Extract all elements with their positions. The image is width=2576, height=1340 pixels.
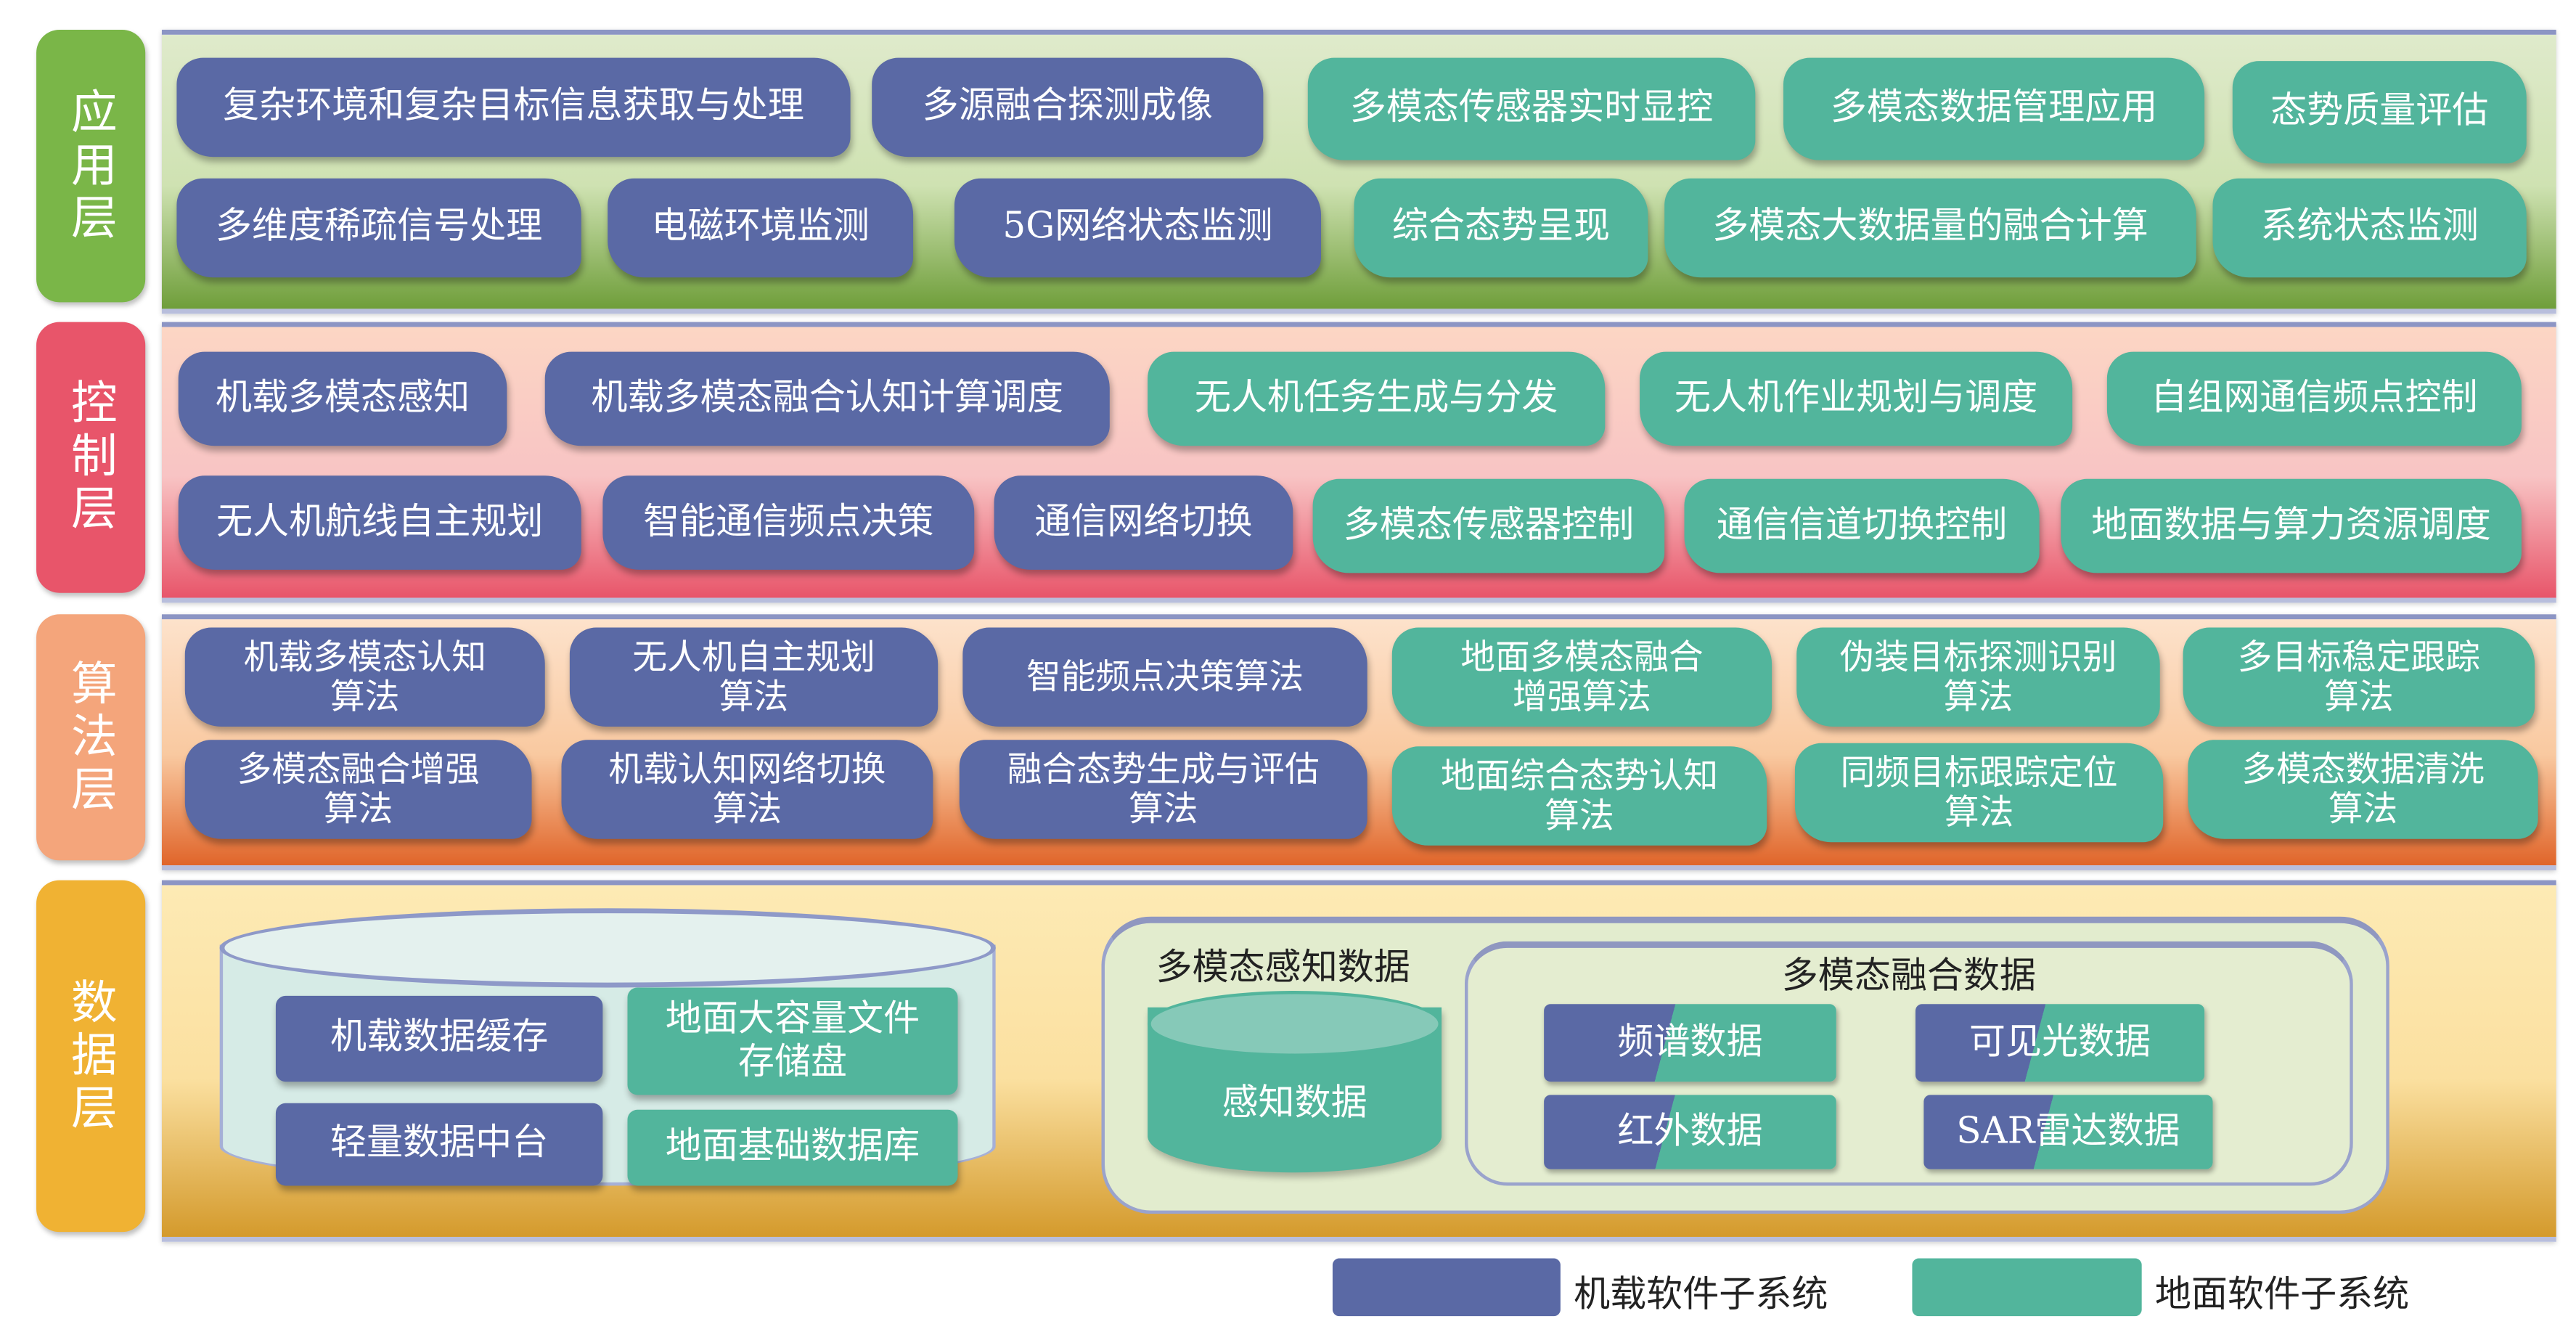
app-module: 多模态大数据量的融合计算 <box>1664 178 2196 278</box>
layer-tag-app: 应用层 <box>36 29 146 303</box>
layer-tag-data: 数据层 <box>36 880 146 1233</box>
control-module: 通信网络切换 <box>994 475 1293 570</box>
fusion-data-title: 多模态融合数据 <box>1781 956 2037 998</box>
app-module: 多模态传感器实时显控 <box>1307 57 1756 160</box>
algorithm-module: 多模态融合增强 算法 <box>184 740 532 839</box>
legend-swatch-airborne <box>1332 1258 1561 1317</box>
control-module: 无人机任务生成与分发 <box>1148 351 1606 446</box>
app-module: 复杂环境和复杂目标信息获取与处理 <box>176 57 851 158</box>
control-module: 机载多模态感知 <box>178 351 507 446</box>
algorithm-module: 地面多模态融合 增强算法 <box>1391 627 1772 727</box>
app-module: 综合态势呈现 <box>1354 178 1648 278</box>
fusion-data-item: 频谱数据 <box>1544 1004 1836 1082</box>
storage-module: 地面大容量文件 存储盘 <box>627 987 958 1095</box>
fusion-data-item: 可见光数据 <box>1915 1004 2205 1082</box>
fusion-data-item: 红外数据 <box>1544 1095 1836 1169</box>
legend-label-ground: 地面软件子系统 <box>2154 1275 2410 1317</box>
app-module: 多模态数据管理应用 <box>1783 57 2205 160</box>
legend-label-airborne: 机载软件子系统 <box>1574 1275 1828 1317</box>
control-module: 地面数据与算力资源调度 <box>2061 478 2522 573</box>
app-module: 系统状态监测 <box>2212 178 2527 278</box>
algorithm-module: 融合态势生成与评估 算法 <box>959 740 1367 839</box>
app-module: 多源融合探测成像 <box>872 57 1264 158</box>
control-module: 无人机作业规划与调度 <box>1640 351 2073 446</box>
control-module: 智能通信频点决策 <box>602 475 975 570</box>
control-module: 通信信道切换控制 <box>1684 478 2040 573</box>
app-module: 态势质量评估 <box>2232 61 2527 164</box>
control-module: 无人机航线自主规划 <box>178 475 581 570</box>
layer-tag-control: 控制层 <box>36 322 146 593</box>
control-module: 自组网通信频点控制 <box>2106 351 2522 446</box>
app-module: 多维度稀疏信号处理 <box>176 178 581 278</box>
storage-module: 轻量数据中台 <box>275 1103 603 1186</box>
control-module: 机载多模态融合认知计算调度 <box>544 351 1110 446</box>
control-module: 多模态传感器控制 <box>1312 478 1665 573</box>
algorithm-module: 智能频点决策算法 <box>962 627 1367 727</box>
algorithm-module: 机载多模态认知 算法 <box>184 627 545 727</box>
perception-cylinder-top <box>1148 991 1442 1057</box>
storage-module: 地面基础数据库 <box>627 1109 958 1186</box>
algorithm-module: 机载认知网络切换 算法 <box>561 740 933 839</box>
legend-swatch-ground <box>1912 1258 2142 1317</box>
fusion-data-item: SAR雷达数据 <box>1923 1095 2213 1169</box>
app-module: 5G网络状态监测 <box>954 178 1322 278</box>
algorithm-module: 多模态数据清洗 算法 <box>2188 740 2538 839</box>
algorithm-module: 伪装目标探测识别 算法 <box>1796 627 2160 727</box>
storage-module: 机载数据缓存 <box>275 995 603 1082</box>
perception-data-title: 多模态感知数据 <box>1156 947 1410 989</box>
app-module: 电磁环境监测 <box>608 178 914 278</box>
algorithm-module: 地面综合态势认知 算法 <box>1391 746 1767 846</box>
algorithm-module: 多目标稳定跟踪 算法 <box>2183 627 2535 727</box>
perception-data-item: 感知数据 <box>1222 1083 1367 1125</box>
algorithm-module: 同频目标跟踪定位 算法 <box>1794 743 2164 843</box>
storage-cylinder-top <box>219 908 996 988</box>
layer-tag-algorithm: 算法层 <box>36 614 146 861</box>
algorithm-module: 无人机自主规划 算法 <box>569 627 939 727</box>
